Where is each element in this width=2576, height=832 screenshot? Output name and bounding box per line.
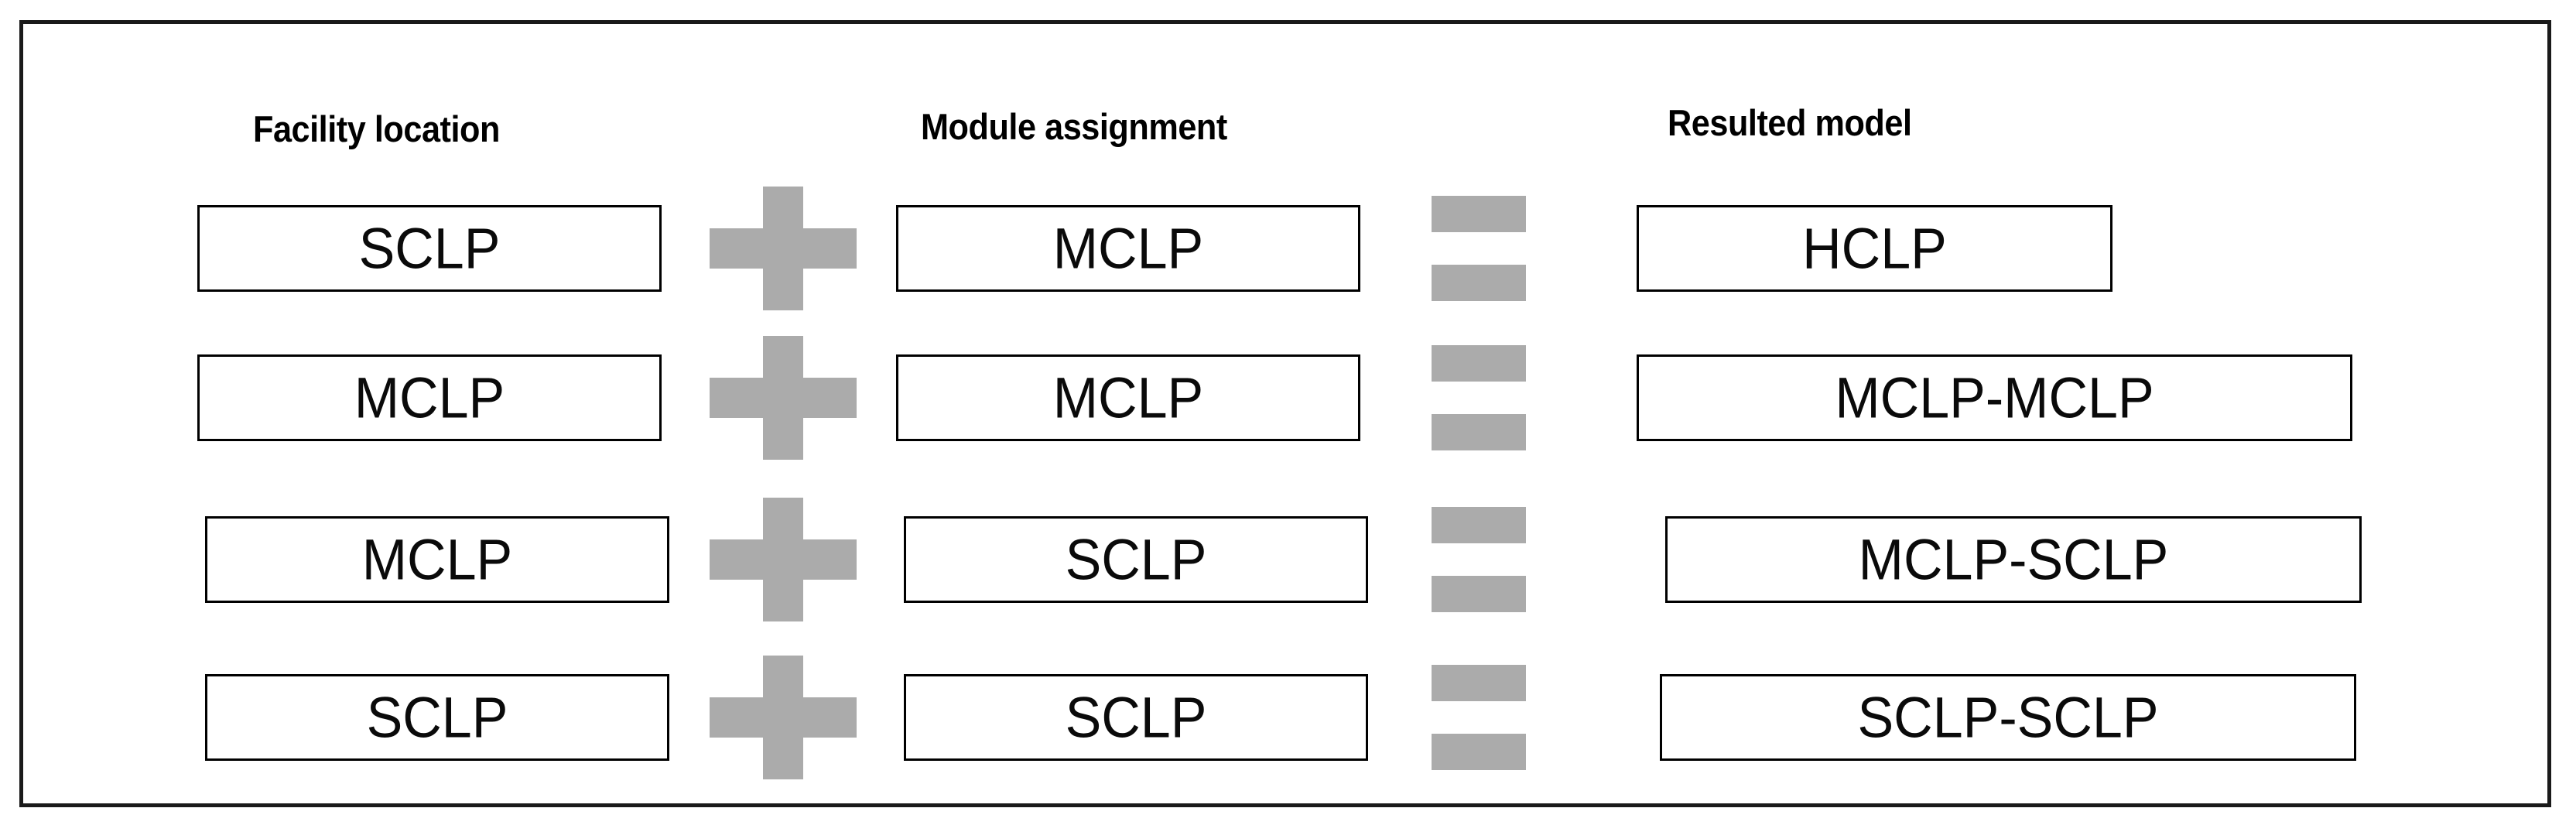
row-3-module-assignment-box: SCLP (904, 516, 1368, 603)
row-4-module-assignment-box: SCLP (904, 674, 1368, 761)
plus-vertical-bar (763, 336, 803, 460)
column-header-resulted-model: Resulted model (1668, 102, 1912, 143)
equals-top-bar (1432, 345, 1526, 382)
row-2-module-assignment-box: MCLP (896, 354, 1360, 441)
row-4-facility-location-box: SCLP (205, 674, 669, 761)
row-1-resulted-model-box: HCLP (1637, 205, 2112, 292)
equals-top-bar (1432, 196, 1526, 232)
row-3-facility-location-label: MCLP (361, 527, 513, 592)
plus-vertical-bar (763, 656, 803, 779)
row-2-resulted-model-label: MCLP-MCLP (1835, 365, 2154, 430)
equals-bottom-bar (1432, 734, 1526, 770)
row-3-equals-icon (1432, 507, 1526, 612)
row-1-module-assignment-label: MCLP (1052, 216, 1204, 281)
row-2-facility-location-box: MCLP (197, 354, 662, 441)
plus-vertical-bar (763, 187, 803, 310)
equals-top-bar (1432, 665, 1526, 701)
column-header-module-assignment: Module assignment (921, 106, 1227, 147)
equals-bottom-bar (1432, 576, 1526, 612)
row-4-facility-location-label: SCLP (366, 685, 508, 750)
row-1-plus-icon (710, 187, 857, 310)
equals-bottom-bar (1432, 414, 1526, 450)
row-3-module-assignment-label: SCLP (1065, 527, 1207, 592)
row-3-resulted-model-label: MCLP-SCLP (1858, 527, 2169, 592)
row-1-equals-icon (1432, 196, 1526, 301)
row-4-module-assignment-label: SCLP (1065, 685, 1207, 750)
row-2-facility-location-label: MCLP (354, 365, 505, 430)
row-1-facility-location-label: SCLP (358, 216, 501, 281)
row-1-resulted-model-label: HCLP (1802, 216, 1947, 281)
row-2-plus-icon (710, 336, 857, 460)
equals-bottom-bar (1432, 265, 1526, 301)
row-4-plus-icon (710, 656, 857, 779)
figure-outer-frame: Facility location Module assignment Resu… (19, 20, 2551, 807)
row-2-module-assignment-label: MCLP (1052, 365, 1204, 430)
row-2-equals-icon (1432, 345, 1526, 450)
row-4-resulted-model-label: SCLP-SCLP (1857, 685, 2159, 750)
row-3-resulted-model-box: MCLP-SCLP (1665, 516, 2362, 603)
plus-vertical-bar (763, 498, 803, 621)
equals-top-bar (1432, 507, 1526, 543)
row-3-plus-icon (710, 498, 857, 621)
row-1-module-assignment-box: MCLP (896, 205, 1360, 292)
row-4-equals-icon (1432, 665, 1526, 770)
row-2-resulted-model-box: MCLP-MCLP (1637, 354, 2352, 441)
column-header-facility-location: Facility location (253, 108, 500, 149)
row-4-resulted-model-box: SCLP-SCLP (1660, 674, 2356, 761)
row-3-facility-location-box: MCLP (205, 516, 669, 603)
row-1-facility-location-box: SCLP (197, 205, 662, 292)
